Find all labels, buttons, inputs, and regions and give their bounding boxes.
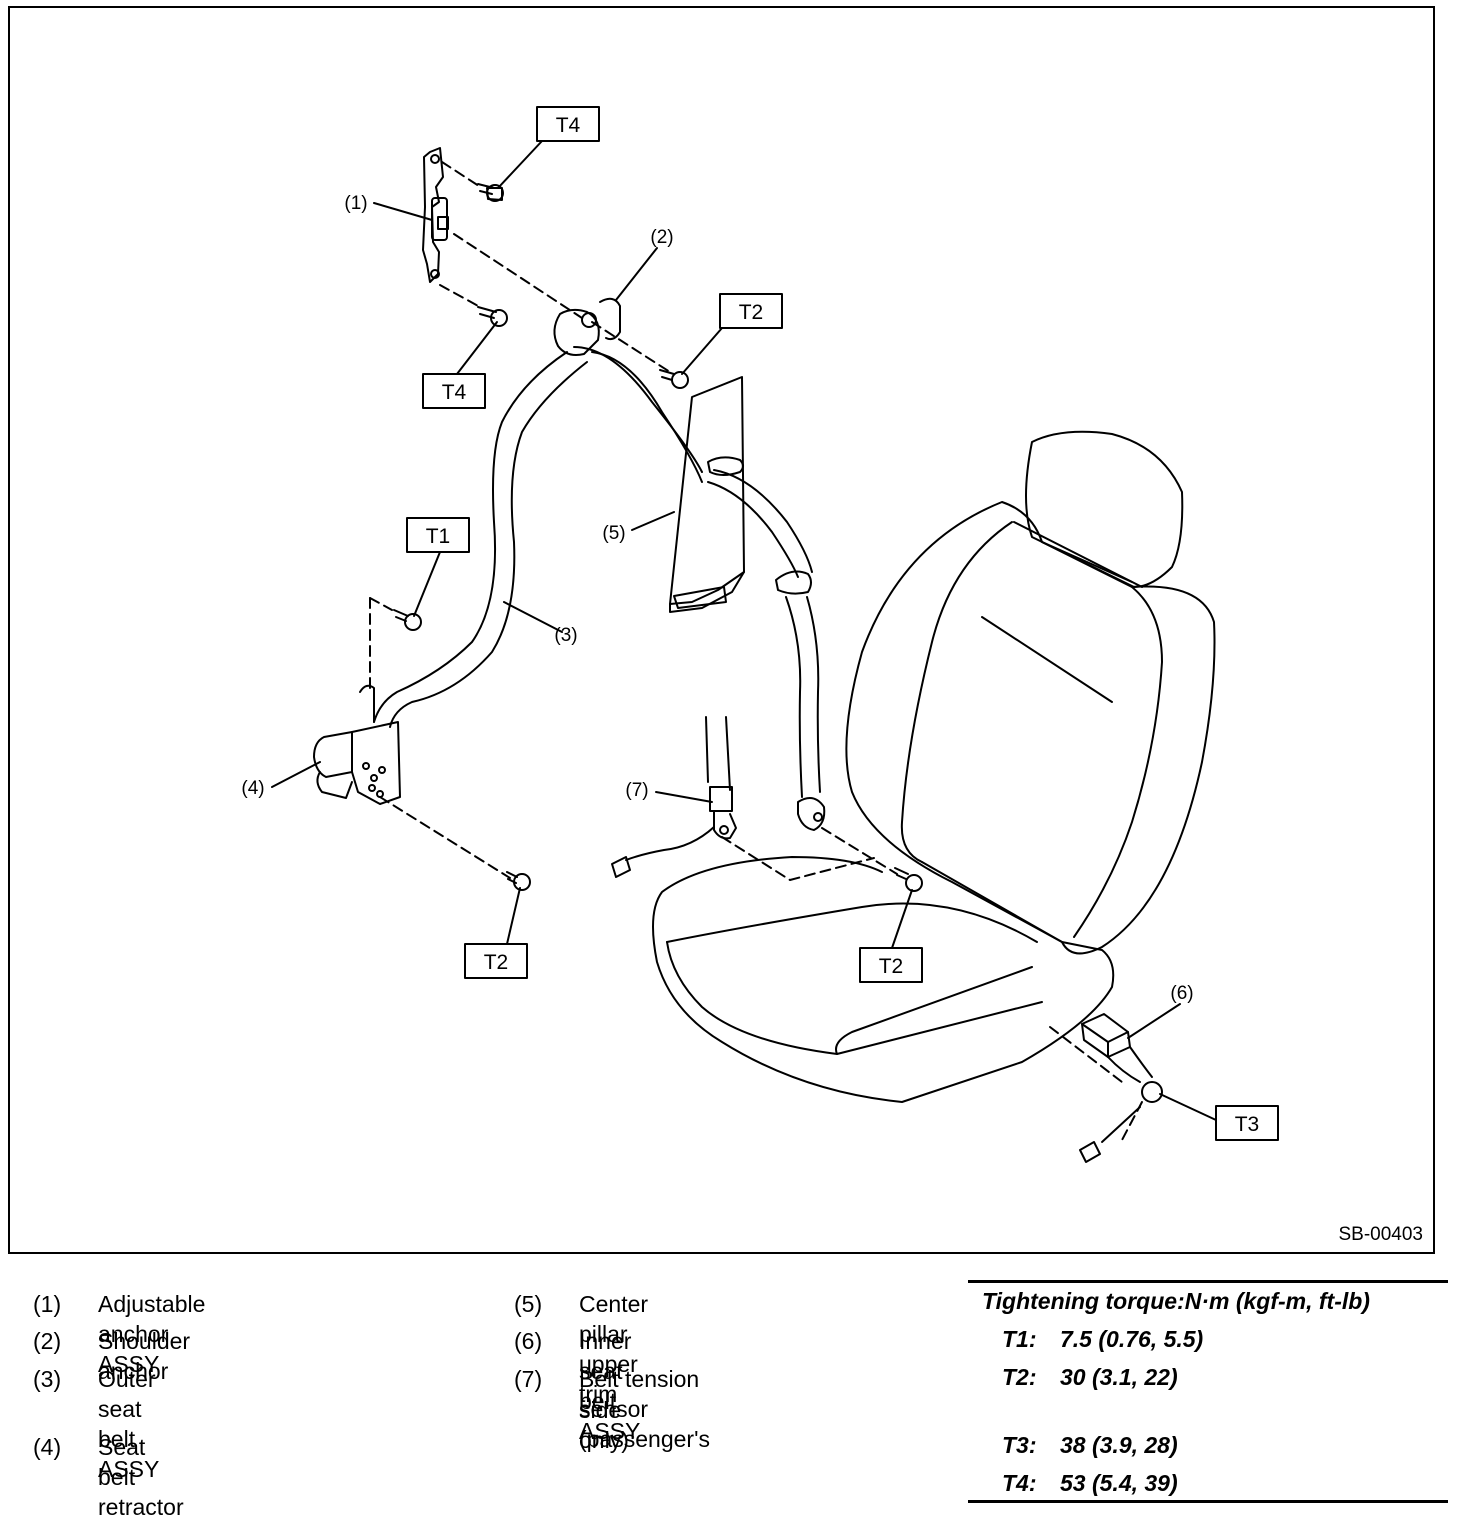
adjustable-anchor-drawing xyxy=(422,147,449,283)
torque-value-t1: 7.5 (0.76, 5.5) xyxy=(1060,1326,1204,1352)
tag-box-t4-top xyxy=(536,106,600,142)
torque-value-t4: 53 (5.4, 39) xyxy=(1060,1470,1178,1496)
callout-7: (7) xyxy=(625,780,648,801)
legend-name: Belt tension sensor (passenger's xyxy=(579,1366,710,1452)
outer-seat-belt-drawing xyxy=(373,346,703,728)
tag-box-t4-mid xyxy=(422,373,486,409)
tag-label-t1: T1 xyxy=(426,525,451,548)
legend-name: Seat belt retractor xyxy=(98,1434,184,1520)
legend-num: (3) xyxy=(33,1366,62,1392)
tag-label-t3: T3 xyxy=(1235,1113,1260,1136)
belt-tension-sensor-drawing xyxy=(611,716,737,878)
callout-5: (5) xyxy=(602,523,625,544)
legend-name: Shoulder anchor xyxy=(98,1328,191,1384)
tag-label-t2-seat: T2 xyxy=(879,955,904,978)
legend-name: Outer seat belt ASSY xyxy=(98,1366,160,1482)
torque-code-t4: T4: xyxy=(1002,1470,1037,1496)
bolt-t4-mid-drawing xyxy=(477,306,508,327)
tag-box-t1 xyxy=(406,517,470,553)
tag-label-t4-mid: T4 xyxy=(442,381,467,404)
torque-table-header: Tightening torque:N·m (kgf-m, ft-lb) xyxy=(982,1288,1370,1314)
bolt-t4-top-drawing xyxy=(477,183,504,202)
bolt-t1-drawing xyxy=(393,609,422,631)
tag-label-t2-bottom-left: T2 xyxy=(484,951,509,974)
legend-num: (1) xyxy=(33,1291,62,1317)
legend-num: (6) xyxy=(514,1328,543,1354)
belt-through-trim-drawing xyxy=(707,469,826,831)
torque-value-t3: 38 (3.9, 28) xyxy=(1060,1432,1178,1458)
callout-1: (1) xyxy=(344,193,367,214)
seat-belt-retractor-drawing xyxy=(313,684,401,805)
torque-code-t1: T1: xyxy=(1002,1326,1037,1352)
callout-6: (6) xyxy=(1170,983,1193,1004)
tag-box-t3 xyxy=(1215,1105,1279,1141)
shoulder-anchor-drawing xyxy=(553,297,621,356)
bolt-t2-bottom-left-drawing xyxy=(506,871,531,891)
tag-box-t2-top xyxy=(719,293,783,329)
center-pillar-trim-drawing xyxy=(669,376,745,613)
legend-name: Center pillar upper trim xyxy=(579,1291,649,1407)
diagram-frame: T4 T4 T2 T1 T2 T2 T3 (1) (2) (3) (4) (5)… xyxy=(8,6,1435,1254)
inner-seat-belt-drawing xyxy=(1079,1013,1163,1163)
seat-drawing xyxy=(652,430,1216,1103)
torque-table-bottom-rule xyxy=(968,1500,1448,1503)
bolt-t2-top-drawing xyxy=(659,369,689,389)
legend-name-line2: side only) xyxy=(579,1397,629,1453)
bolt-t2-seat-drawing xyxy=(894,867,923,892)
figure-id: SB-00403 xyxy=(1338,1224,1423,1245)
legend-name: Inner seat belt ASSY xyxy=(579,1328,641,1444)
tag-label-t4-top: T4 xyxy=(556,114,581,137)
seat-belt-exploded-view: T4 T4 T2 T1 T2 T2 T3 (1) (2) (3) (4) (5)… xyxy=(241,106,1279,1163)
callout-4: (4) xyxy=(241,778,264,799)
torque-table-top-rule xyxy=(968,1280,1448,1283)
torque-value-t2: 30 (3.1, 22) xyxy=(1060,1364,1178,1390)
callout-2: (2) xyxy=(650,227,673,248)
callout-leader-lines xyxy=(271,140,1217,1121)
torque-code-t2: T2: xyxy=(1002,1364,1037,1390)
legend-num: (2) xyxy=(33,1328,62,1354)
legend-name: Adjustable anchor ASSY xyxy=(98,1291,206,1377)
legend-num: (7) xyxy=(514,1366,543,1392)
tag-label-t2-top: T2 xyxy=(739,301,764,324)
torque-tag-boxes xyxy=(406,106,1279,1141)
legend-num: (5) xyxy=(514,1291,543,1317)
legend-num: (4) xyxy=(33,1434,62,1460)
torque-code-t3: T3: xyxy=(1002,1432,1037,1458)
tag-box-t2-seat xyxy=(859,947,923,983)
callout-3: (3) xyxy=(554,625,577,646)
tag-box-t2-bottom-left xyxy=(464,943,528,979)
